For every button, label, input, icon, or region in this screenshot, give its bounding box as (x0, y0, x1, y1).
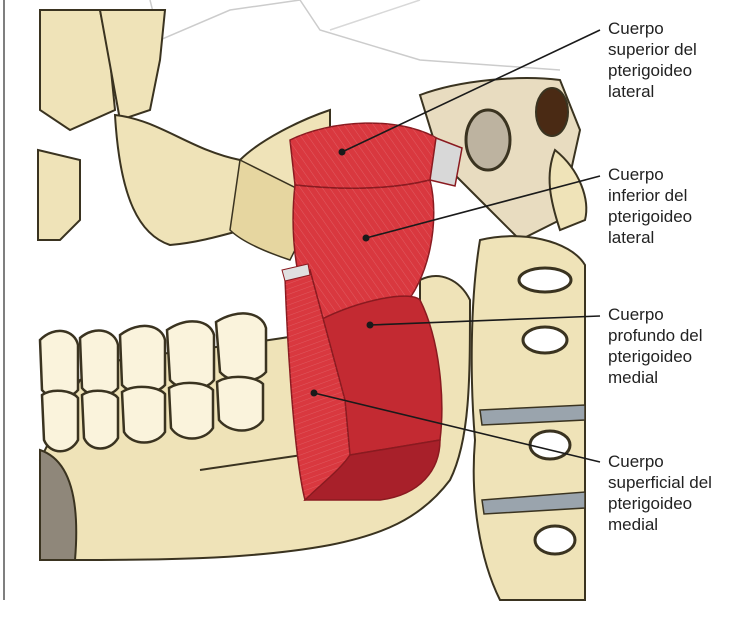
label-deep-medial-pterygoid: Cuerpo profundo del pterigoideo medial (608, 304, 703, 388)
skull-outline (150, 0, 560, 70)
cervical-spine (472, 236, 585, 600)
label-upper-lateral-pterygoid: Cuerpo superior del pterigoideo lateral (608, 18, 697, 102)
maxilla-bone (38, 10, 330, 260)
label-lower-lateral-pterygoid: Cuerpo inferior del pterigoideo lateral (608, 164, 692, 248)
label-superficial-medial-pterygoid: Cuerpo superficial del pterigoideo media… (608, 451, 712, 535)
